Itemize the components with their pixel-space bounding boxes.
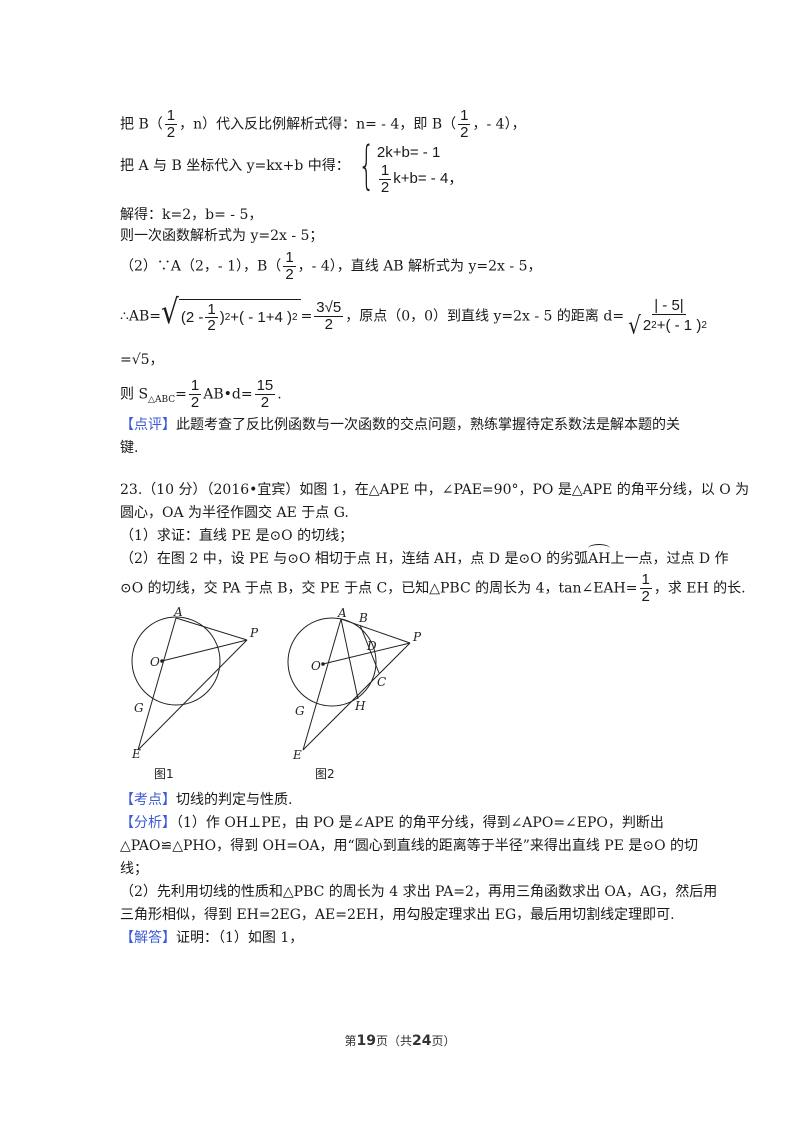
problem-line-3: （1）求证：直线 PE 是⊙O 的切线； (120, 528, 354, 544)
kaodian-tag: 【考点】 (120, 792, 176, 808)
solution-line-7: =√5， (120, 352, 164, 368)
problem-line-5: ⊙O 的切线，交 PA 于点 B，交 PE 于点 C，已知△PBC 的周长为 4… (120, 571, 746, 605)
label-B: B (358, 611, 368, 625)
fenxi-tag: 【分析】 (120, 815, 176, 831)
label-C: C (377, 675, 386, 689)
label-O: O (150, 655, 160, 669)
fenxi-line-5: 三角形相似，得到 EH=2EG，AE=2EH，用勾股定理求出 EG，最后用切割线… (120, 907, 675, 923)
figure-2-caption: 图2 (315, 767, 335, 781)
jieda-line: 【解答】证明：（1）如图 1， (120, 930, 304, 946)
fenxi-line-4: （2）先利用切线的性质和△PBC 的周长为 4 求出 PA=2，再用三角函数求出… (120, 884, 718, 900)
total-pages: 24 (412, 1033, 432, 1049)
label-P: P (249, 626, 259, 640)
label-G: G (134, 701, 144, 715)
page-footer: 第19页（共24页） (344, 1033, 456, 1049)
jieda-tag: 【解答】 (120, 930, 176, 946)
label-E: E (292, 748, 302, 762)
page-number: 19 (356, 1033, 376, 1049)
label-A: A (173, 605, 183, 619)
kaodian-line: 【考点】切线的判定与性质. (120, 792, 293, 808)
label-D: D (366, 639, 377, 653)
text: ，- 4）， (472, 116, 526, 133)
review-tag: 【点评】 (120, 417, 176, 433)
figure-1-caption: 图1 (154, 767, 174, 781)
problem-line-2: 圆心，OA 为半径作圆交 AE 于点 G. (120, 505, 349, 521)
equation-1: 2k+b= - 1 (376, 144, 441, 161)
label-A: A (337, 606, 347, 620)
problem-line-1: 23.（10 分）（2016•宜宾）如图 1，在△APE 中，∠PAE=90°，… (120, 482, 750, 498)
label-P: P (412, 630, 422, 644)
solution-line-3: 解得：k=2，b= - 5， (120, 207, 263, 223)
arc-notation: AH (588, 544, 611, 567)
solution-line-4: 则一次函数解析式为 y=2x - 5； (120, 228, 324, 244)
text: 把 A 与 B 坐标代入 y=kx+b 中得： (120, 158, 350, 174)
label-O: O (311, 659, 321, 673)
figure-2-diagram: A B P D O C H G E 图2 (287, 606, 422, 781)
fenxi-line-3: 线； (120, 861, 148, 877)
review-line-2: 键. (120, 440, 139, 456)
label-H: H (354, 699, 366, 713)
text: 把 B（ (120, 116, 163, 133)
text: ，n）代入反比例解析式得：n= - 4，即 B（ (179, 116, 457, 133)
problem-line-4: （2）在图 2 中，设 PE 与⊙O 相切于点 H，连结 AH，点 D 是⊙O … (120, 544, 729, 567)
label-G: G (295, 704, 305, 718)
label-E: E (131, 747, 141, 761)
fenxi-line-2: △PAO≌△PHO，得到 OH=OA，用“圆心到直线的距离等于半径”来得出直线 … (120, 838, 699, 854)
fenxi-line-1: 【分析】（1）作 OH⊥PE，由 PO 是∠APE 的角平分线，得到∠APO=∠… (120, 815, 664, 831)
review-line: 【点评】此题考查了反比例函数与一次函数的交点问题，熟练掌握待定系数法是解本题的关 (120, 417, 680, 433)
figure-1-diagram: A P O G E 图1 (131, 605, 259, 781)
